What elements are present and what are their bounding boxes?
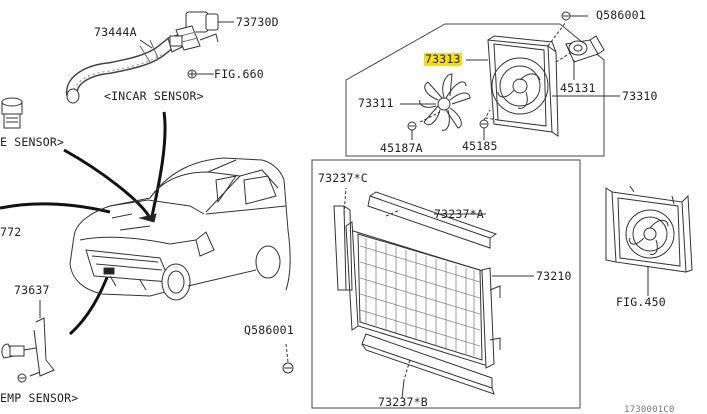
leader-73444a (139, 39, 153, 49)
label-incar-sensor: <INCAR SENSOR> (104, 89, 204, 103)
label-73311: 73311 (358, 96, 394, 110)
label-45185: 45185 (462, 139, 498, 153)
screw-fig660 (187, 69, 214, 79)
label-q586001-top: Q586001 (596, 8, 646, 22)
aspirator-sensor (1, 97, 23, 129)
label-73237b: 73237*B (378, 395, 428, 409)
label-73237a: 73237*A (434, 207, 484, 221)
label-73444a: 73444A (94, 25, 137, 39)
label-fig660[interactable]: FIG.660 (214, 67, 264, 81)
screw-q586001-bottom (282, 343, 294, 374)
seal-73237a (367, 191, 498, 249)
label-73237c: 73237*C (318, 171, 368, 185)
dashed-leaders-bolts (419, 109, 491, 123)
radiator-fan-fig450 (605, 185, 693, 273)
label-45131: 45131 (560, 81, 596, 95)
label-ambient-sensor: EMP SENSOR> (0, 391, 79, 405)
hose-73444a (65, 33, 185, 104)
fan-blade-73311 (419, 73, 471, 131)
bolt-45185 (479, 119, 489, 140)
dashed-leaders-shroud (485, 21, 573, 121)
screw-q586001-top (561, 11, 588, 21)
bolt-45187a (407, 121, 417, 140)
fan-shroud-73313 (487, 35, 559, 137)
label-73310: 73310 (622, 89, 658, 103)
label-fig450[interactable]: FIG.450 (616, 295, 666, 309)
label-aspirator-sensor: E SENSOR> (0, 135, 65, 149)
label-73313-highlighted: 73313 (424, 52, 462, 66)
label-772: 772 (0, 225, 22, 239)
seal-73237b (361, 333, 495, 395)
fan-motor-45131 (565, 35, 605, 63)
leaders-seals (401, 213, 486, 399)
vehicle-illustration (69, 157, 291, 301)
condenser-box (311, 159, 581, 409)
dashed-leaders-condenser (343, 187, 534, 381)
bracket-73637 (1, 300, 55, 383)
condenser-73210 (345, 221, 501, 369)
label-illustration-number: 1730001C0 (624, 405, 675, 414)
label-73210: 73210 (536, 269, 572, 283)
label-73730d: 73730D (236, 15, 279, 29)
seal-73237c (333, 205, 353, 291)
fan-assembly-box (345, 23, 605, 157)
label-q586001-bottom: Q586001 (244, 323, 294, 337)
label-73637: 73637 (14, 283, 50, 297)
sensor-73730d (169, 11, 219, 51)
label-45187a: 45187A (380, 141, 423, 155)
